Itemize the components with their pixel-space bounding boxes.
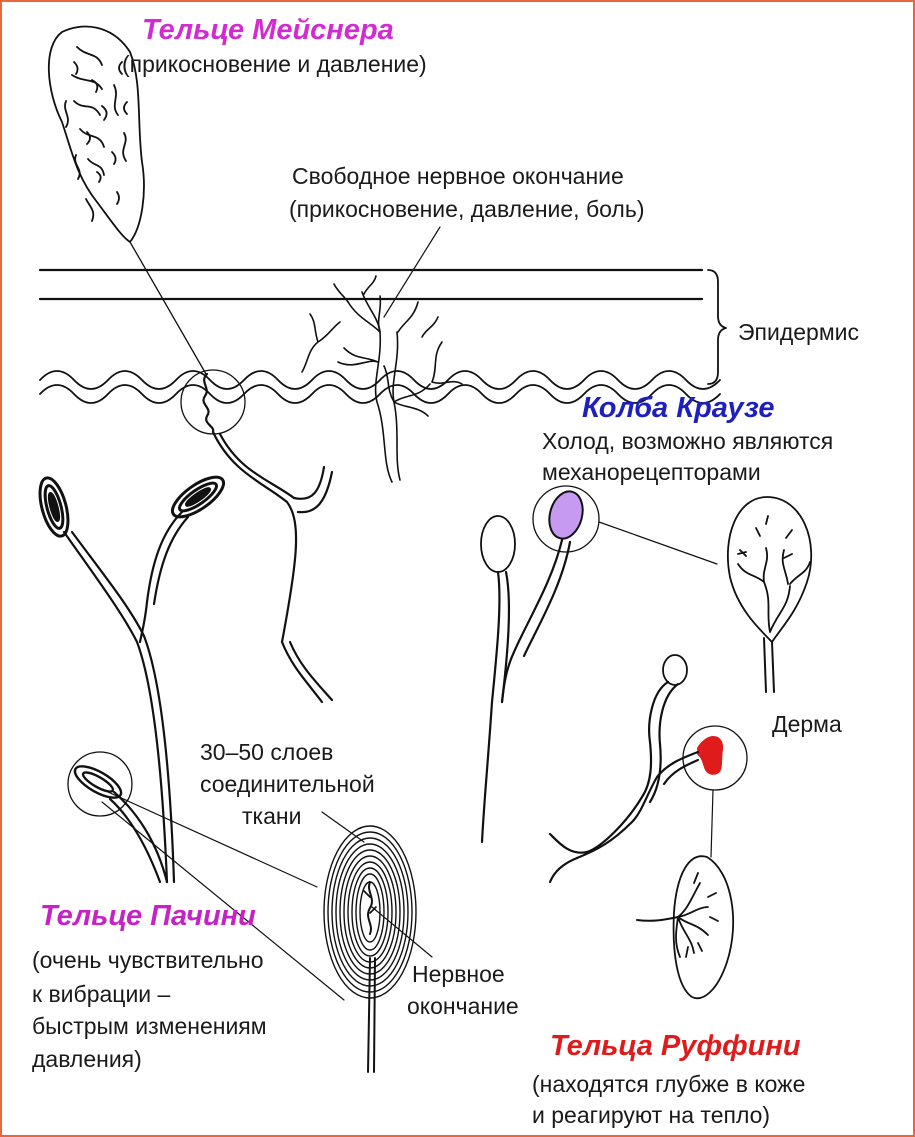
derma-label: Дерма — [772, 710, 842, 738]
pacini-magnified — [322, 812, 432, 1072]
meissner-title: Тельце Мейснера — [142, 14, 394, 46]
layers-label-line3: ткани — [242, 802, 301, 830]
nerve-ending-label-line2: окончание — [407, 992, 519, 1020]
layers-label-line1: 30–50 слоев — [200, 738, 333, 766]
meissner-description: (прикосновение и давление) — [122, 50, 427, 78]
free-ending-label-line1: Свободное нервное окончание — [292, 162, 624, 190]
krause-description-line2: механорецепторами — [542, 458, 761, 486]
ruffini-description-line2: и реагируют на тепло) — [532, 1101, 770, 1129]
pacini-description-line1: (очень чувствительно — [32, 946, 264, 974]
ruffini-group — [550, 655, 747, 998]
nerve-ending-label-line1: Нервное — [412, 960, 505, 988]
ruffini-title: Тельца Руффини — [550, 1030, 801, 1062]
pacini-title: Тельце Пачини — [40, 900, 256, 932]
meissner-in-skin — [181, 370, 332, 702]
pacini-description-line4: давления) — [32, 1045, 142, 1073]
pacini-description-line2: к вибрации – — [32, 980, 170, 1008]
layers-label-line2: соединительной — [200, 770, 375, 798]
pacini-description-line3: быстрым изменениям — [32, 1012, 267, 1040]
epidermis-bracket — [708, 270, 726, 384]
ruffini-description-line1: (находятся глубже в коже — [532, 1070, 805, 1098]
epidermis-wave-upper — [40, 371, 720, 389]
meissner-corpuscle-magnified — [49, 27, 206, 374]
krause-title: Колба Краузе — [582, 392, 775, 424]
krause-description-line1: Холод, возможно являются — [542, 427, 833, 455]
epidermis-label: Эпидермис — [738, 318, 859, 346]
free-ending-label-line2: (прикосновение, давление, боль) — [289, 195, 645, 223]
